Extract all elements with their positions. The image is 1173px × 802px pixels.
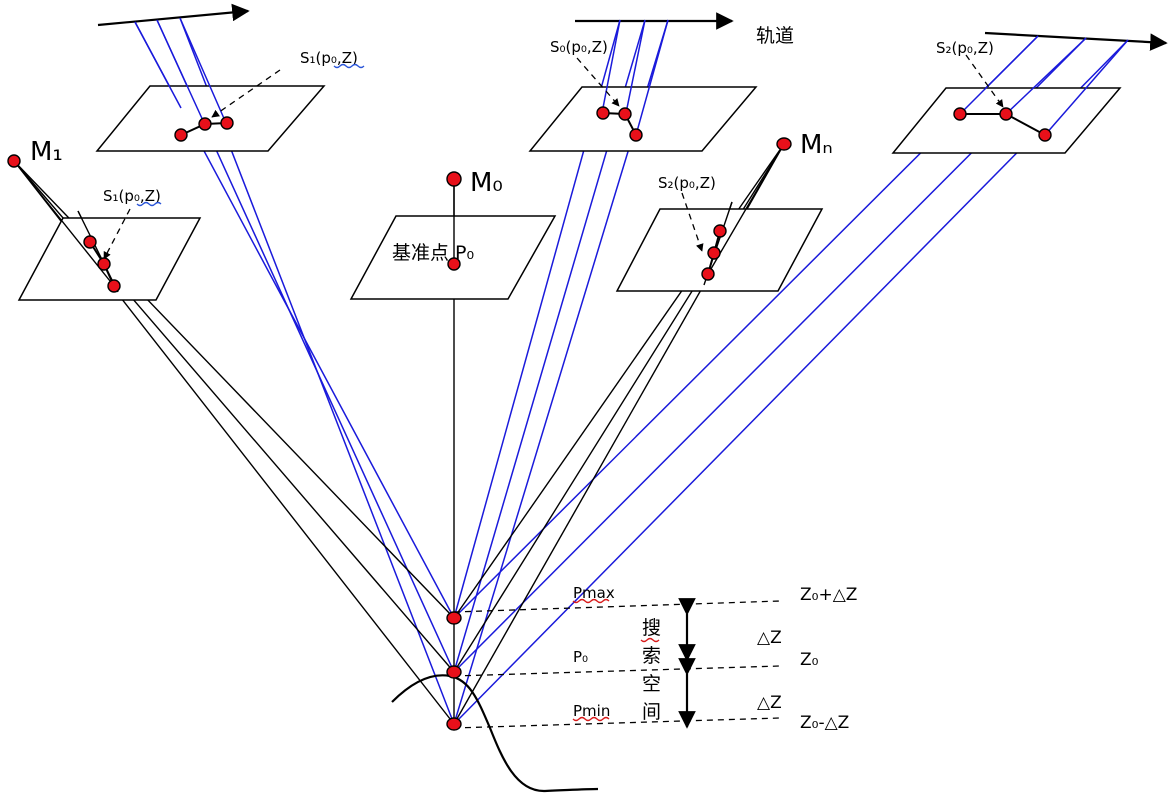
orbit-arrow-right: [984, 31, 1168, 51]
label-mn: Mₙ: [800, 130, 833, 160]
point-l-3: [107, 279, 121, 293]
squiggle-pmax: [572, 598, 610, 604]
blue-ray-right-3: [453, 39, 1129, 725]
label-z-minus: Z₀-△Z: [800, 713, 849, 733]
point-lt-3: [220, 116, 234, 130]
label-search-space: 搜 索 空 间: [642, 617, 661, 723]
label-s2-topright: S₂(p₀,Z): [936, 39, 994, 57]
label-delta-z-upper: △Z: [757, 628, 782, 648]
level-min: [453, 717, 781, 729]
point-rt-2: [999, 107, 1013, 121]
point-lt-2: [198, 117, 212, 131]
search-space-char-2: 索: [642, 645, 661, 667]
label-pmax: Pmax: [573, 584, 615, 602]
pointer-s1-top: [211, 69, 281, 118]
label-s1-top: S₁(p₀,Z): [300, 49, 358, 67]
text-labels: S₁(p₀,Z) S₀(p₀,Z) S₂(p₀,Z) S₁(p₀,Z) S₂(p…: [30, 25, 994, 733]
point-mt-2: [618, 107, 632, 121]
label-s2-mid: S₂(p₀,Z): [658, 174, 716, 192]
search-space-char-1: 搜: [642, 617, 661, 639]
search-space-char-4: 间: [642, 701, 661, 723]
level-zero: [453, 665, 781, 677]
point-lt-1: [174, 128, 188, 142]
label-p0: P₀: [573, 648, 588, 666]
label-m0: M₀: [470, 168, 503, 198]
point-l-2: [97, 257, 111, 271]
point-pmin: [446, 717, 462, 731]
point-mr-1: [713, 224, 727, 238]
label-s0-top: S₀(p₀,Z): [550, 38, 608, 56]
point-reference: [447, 257, 461, 271]
level-max: [453, 600, 781, 613]
squiggle-search: [640, 637, 660, 643]
point-mr-3: [701, 267, 715, 281]
point-m1: [7, 154, 21, 168]
plane-mid-top: [528, 86, 758, 152]
label-z0: Z₀: [800, 650, 819, 670]
point-mr-2: [707, 246, 721, 260]
rays-over-planes: [13, 17, 1129, 293]
search-space-char-3: 空: [642, 673, 661, 695]
terrain-curve: [391, 674, 599, 793]
label-z-plus: Z₀+△Z: [800, 585, 857, 605]
label-pointers: [103, 54, 1004, 260]
point-rt-1: [953, 107, 967, 121]
height-levels: [453, 600, 781, 729]
orbit-arrows: [97, 3, 1168, 51]
squiggle-pmin: [572, 716, 610, 722]
label-delta-z-lower: △Z: [757, 693, 782, 713]
plane-left-top: [95, 85, 326, 152]
point-mt-1: [596, 106, 610, 120]
red-points: [7, 106, 1052, 731]
point-pmax: [446, 611, 462, 625]
squiggle-s1-left: [136, 201, 162, 207]
point-mn: [776, 137, 792, 151]
label-m1: M₁: [30, 137, 63, 167]
point-l-1: [83, 235, 97, 249]
squiggle-s1-top: [333, 63, 365, 69]
label-reference-point: 基准点 P₀: [392, 242, 474, 264]
point-m0: [446, 171, 462, 187]
label-s1-left: S₁(p₀,Z): [103, 187, 161, 205]
label-pmin: Pmin: [573, 702, 610, 720]
orbit-arrow-left: [97, 3, 250, 27]
pointer-s1-left: [103, 208, 131, 260]
point-mt-3: [629, 128, 643, 142]
point-rt-3: [1038, 128, 1052, 142]
label-orbit: 轨道: [756, 25, 794, 47]
point-p0: [446, 665, 462, 679]
